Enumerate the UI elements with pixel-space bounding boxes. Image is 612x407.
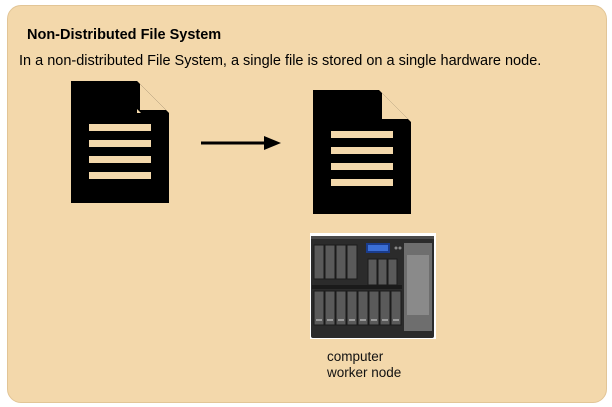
source-document-icon	[71, 81, 169, 203]
node-caption: computer worker node	[327, 349, 401, 381]
server-node-icon	[310, 233, 436, 339]
diagram-title: Non-Distributed File System	[27, 27, 222, 43]
arrow-right-icon	[201, 136, 281, 150]
diagram-panel	[7, 5, 607, 403]
node-caption-line1: computer	[327, 349, 384, 364]
stored-document-icon	[313, 90, 411, 214]
diagram-description: In a non-distributed File System, a sing…	[19, 53, 542, 69]
node-caption-line2: worker node	[327, 365, 402, 380]
